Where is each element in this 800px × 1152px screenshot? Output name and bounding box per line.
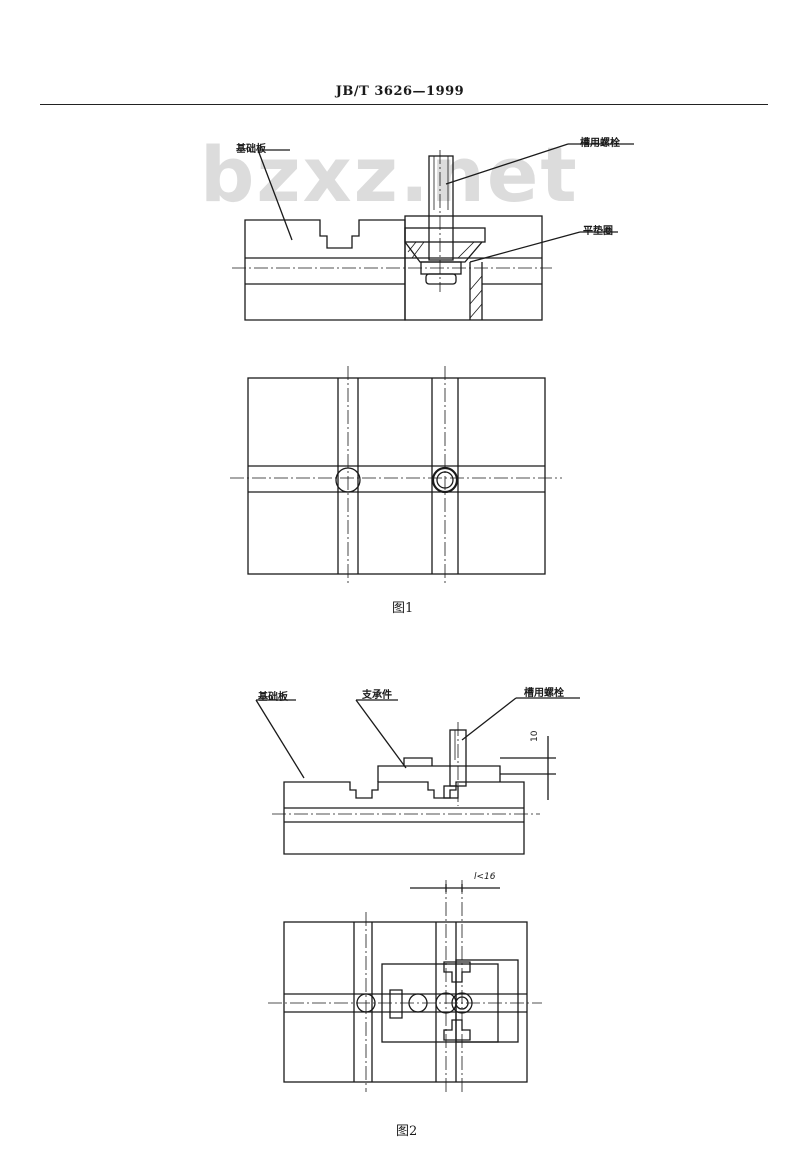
figure-1-front-view — [232, 143, 634, 321]
figure-2-front-view — [255, 697, 580, 855]
header-rule — [40, 104, 768, 105]
label-base-plate-fig1: 基础板 — [236, 144, 266, 155]
label-base-plate-fig2: 基础板 — [258, 692, 288, 703]
label-washer-fig1: 平垫圈 — [583, 226, 613, 237]
dimension-height: 10 — [530, 730, 540, 742]
label-bolt-fig1: 槽用螺栓 — [580, 138, 620, 149]
figure-2-caption: 图2 — [396, 1124, 418, 1139]
watermark: bzxz.net — [200, 130, 579, 219]
figure-2-top-view — [268, 880, 542, 1092]
dimension-width: l<16 — [474, 872, 496, 882]
figure-1-caption: 图1 — [392, 601, 414, 616]
label-support-fig2: 支承件 — [362, 690, 392, 701]
page-header-code: JB/T 3626—1999 — [335, 84, 465, 99]
figure-1-top-view — [230, 366, 562, 586]
label-bolt-fig2: 槽用螺栓 — [524, 688, 564, 699]
